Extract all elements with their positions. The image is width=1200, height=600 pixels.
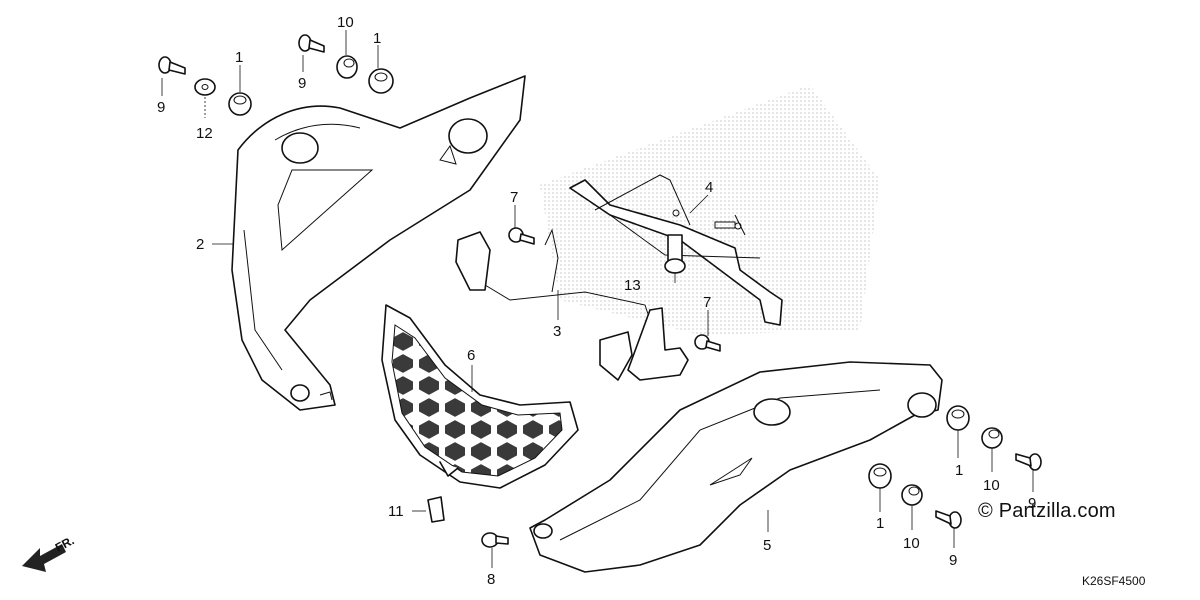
callout-10: 10 bbox=[903, 535, 920, 552]
part-3-stay bbox=[455, 228, 689, 381]
callout-6: 6 bbox=[467, 347, 475, 364]
callout-labels: 9 12 1 9 10 1 2 3 4 7 13 7 6 11 8 5 1 10… bbox=[157, 14, 1036, 588]
callout-1: 1 bbox=[235, 49, 243, 66]
callout-10: 10 bbox=[983, 477, 1000, 494]
callout-7: 7 bbox=[510, 189, 518, 206]
callout-4: 4 bbox=[705, 179, 713, 196]
part-2-upper-cowl bbox=[231, 75, 526, 411]
callout-10: 10 bbox=[337, 14, 354, 31]
watermark: © Partzilla.com bbox=[978, 500, 1116, 522]
part-4-bracket bbox=[569, 174, 783, 326]
shading-area bbox=[540, 85, 880, 335]
callout-9: 9 bbox=[949, 552, 957, 569]
callout-1: 1 bbox=[876, 515, 884, 532]
callout-9: 9 bbox=[157, 99, 165, 116]
callout-11: 11 bbox=[388, 503, 404, 520]
hardware-items bbox=[158, 34, 1042, 548]
part-5-lower-cowl bbox=[529, 361, 943, 573]
callout-7: 7 bbox=[703, 294, 711, 311]
callout-3: 3 bbox=[553, 323, 561, 340]
leader-lines bbox=[161, 30, 1034, 568]
callout-9: 9 bbox=[298, 75, 306, 92]
callout-8: 8 bbox=[487, 571, 495, 588]
part-6-mesh-grille bbox=[381, 304, 579, 489]
diagram-part-code: K26SF4500 bbox=[1082, 574, 1146, 588]
callout-12: 12 bbox=[196, 125, 213, 142]
callout-2: 2 bbox=[196, 236, 204, 253]
callout-9: 9 bbox=[1028, 495, 1036, 512]
callout-1: 1 bbox=[373, 30, 381, 47]
callout-1: 1 bbox=[955, 462, 963, 479]
front-direction-arrow bbox=[22, 544, 66, 572]
callout-13: 13 bbox=[624, 277, 641, 294]
callout-5: 5 bbox=[763, 537, 771, 554]
